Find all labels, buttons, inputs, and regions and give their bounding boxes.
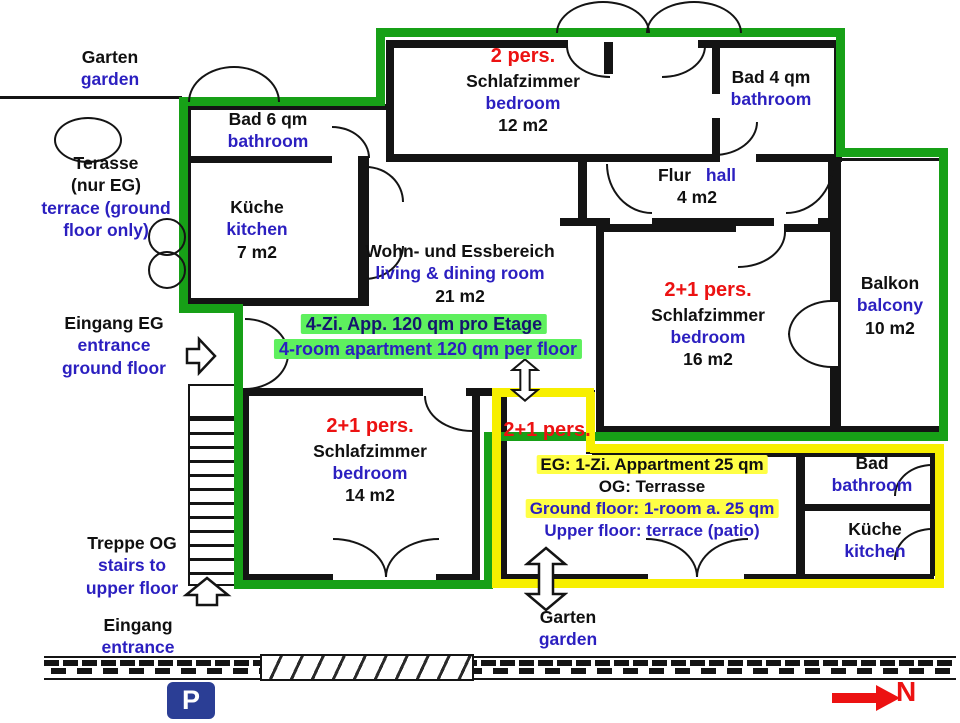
label-entrance-gate: Eingang entrance [101, 615, 175, 658]
label-bedroom14: 2+1 pers. Schlafzimmer bedroom 14 m2 [313, 415, 427, 506]
label-garden-bottom: Garten garden [538, 607, 598, 650]
wall [830, 366, 838, 436]
wall [560, 218, 610, 226]
label-bedroom12: 2 pers. Schlafzimmer bedroom 12 m2 [466, 45, 580, 136]
label-apartment1-pers: 2+1 pers. [503, 419, 591, 441]
label-apartment1: EG: 1-Zi. Appartment 25 qm OG: Terrasse … [525, 454, 779, 542]
label-bedroom16: 2+1 pers. Schlafzimmer bedroom 16 m2 [651, 279, 765, 370]
entrance-arrow-icon [185, 335, 217, 377]
door-arc [788, 333, 832, 368]
wall [592, 450, 938, 457]
wall [386, 154, 720, 162]
balcony-opening [830, 370, 836, 434]
wall [500, 390, 507, 580]
label-hall: Flur hall 4 m2 [657, 165, 737, 208]
label-entrance-eg: Eingang EG entrance ground floor [61, 313, 167, 378]
wall [241, 388, 249, 582]
door-arc [606, 164, 652, 214]
wall [652, 218, 774, 226]
door-arc [646, 1, 742, 33]
wall [184, 104, 388, 110]
wall [386, 40, 568, 48]
wall [436, 574, 480, 582]
entrance-gate [260, 654, 474, 681]
door-arc [714, 122, 758, 156]
stair-landing [188, 384, 238, 420]
label-garden-top: Garten garden [80, 47, 140, 90]
door-arc [385, 538, 439, 577]
door-arc [188, 66, 280, 102]
label-terrace: Terasse (nur EG) terrace (ground floor o… [41, 153, 171, 241]
wall [358, 156, 369, 306]
wall [500, 574, 648, 582]
label-living: Wohn- und Essbereich living & dining roo… [365, 241, 555, 306]
label-kitchen7: Küche kitchen 7 m2 [226, 197, 288, 262]
door-arc [333, 538, 387, 577]
label-apartment4-en: 4-room apartment 120 qm per floor [273, 338, 583, 361]
label-balcony: Balkon balcony 10 m2 [856, 273, 924, 338]
wall [756, 154, 840, 162]
wall [596, 224, 736, 232]
door-arc [366, 166, 404, 202]
garden-ellipse [54, 117, 122, 163]
wall [386, 40, 394, 162]
door-arc [424, 396, 472, 432]
door-arc [646, 538, 698, 577]
boundary-brick-wall [44, 656, 956, 680]
door-arc [696, 538, 748, 577]
north-label: N [896, 676, 917, 707]
wall [784, 224, 838, 232]
door-arc [738, 232, 786, 268]
door-arc [786, 164, 834, 214]
garden-double-arrow-icon [524, 546, 568, 612]
door-arc [788, 300, 832, 335]
wall [241, 388, 423, 396]
door-arc [332, 126, 370, 158]
wall [712, 40, 720, 94]
wall [184, 156, 332, 163]
wall [796, 504, 938, 511]
label-kitchen-small: Küche kitchen [844, 519, 906, 562]
wall [0, 96, 182, 99]
wall [930, 452, 937, 576]
wall [596, 224, 604, 436]
wall [578, 156, 587, 226]
label-bath6: Bad 6 qm bathroom [227, 109, 309, 152]
parking-sign: P [167, 682, 215, 719]
parking-letter: P [181, 685, 200, 715]
wall [828, 156, 838, 226]
label-bath-small: Bad bathroom [831, 453, 913, 496]
passage-double-arrow-icon [510, 358, 540, 402]
stairs-up-arrow-icon [182, 576, 232, 607]
wall [241, 574, 333, 582]
wall [796, 452, 805, 576]
label-bath4: Bad 4 qm bathroom [730, 67, 812, 110]
staircase [188, 416, 238, 586]
door-arc [662, 46, 706, 78]
wall [184, 298, 369, 306]
wall [744, 574, 934, 582]
label-stairs: Treppe OG stairs to upper floor [85, 533, 179, 598]
north-arrow-icon [832, 685, 900, 711]
wall [596, 426, 944, 432]
wall [830, 224, 838, 302]
wall [698, 40, 844, 48]
door-arc [556, 1, 650, 33]
label-apartment4-de: 4-Zi. App. 120 qm pro Etage [300, 313, 548, 336]
bay-window-arc [148, 251, 186, 289]
wall [472, 388, 480, 582]
